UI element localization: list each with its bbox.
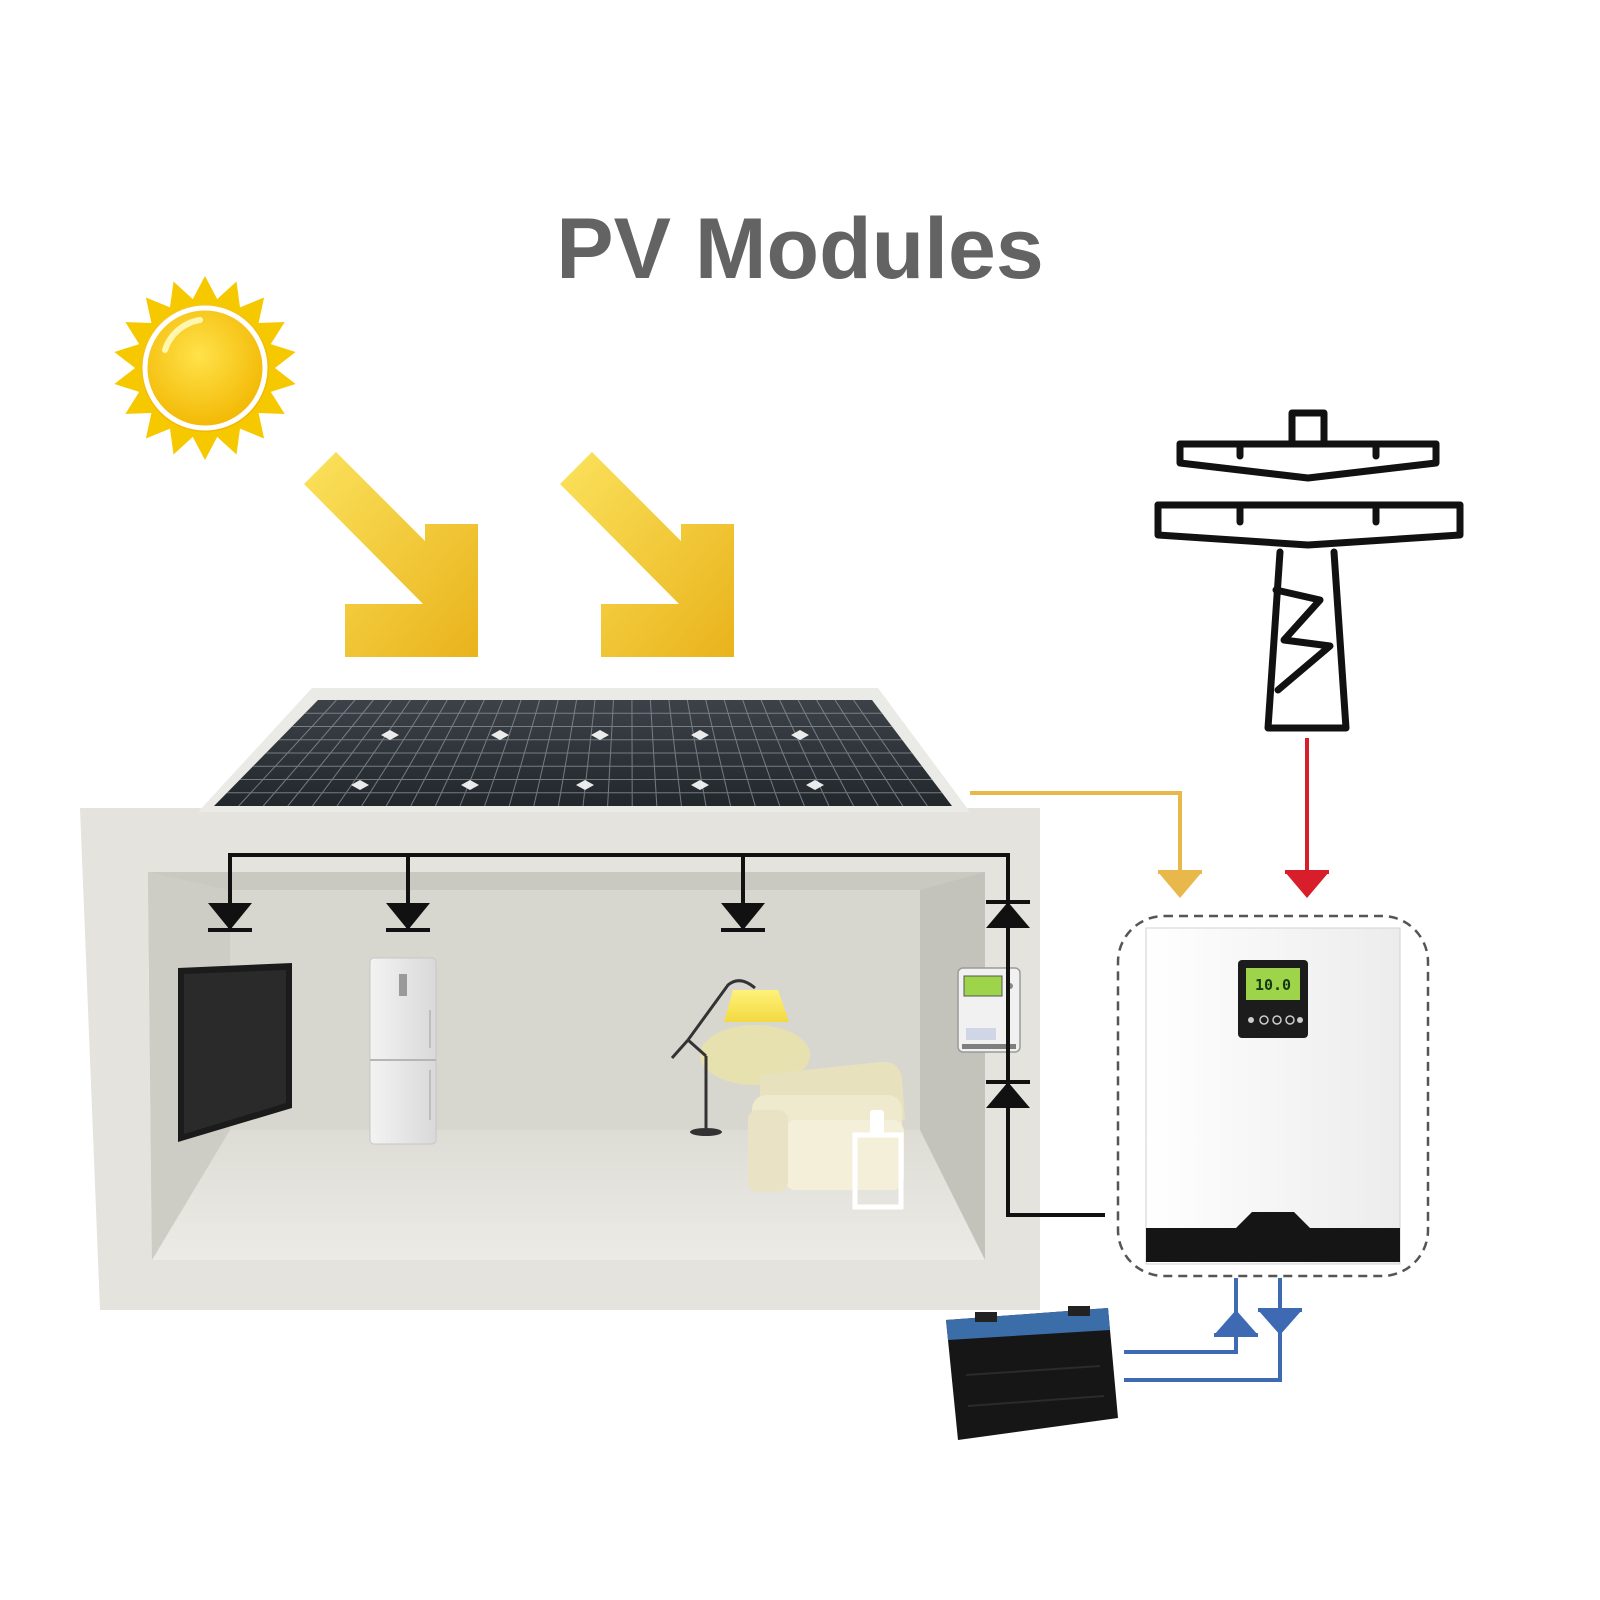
pv-input-line [970,791,1202,898]
power-tower-icon [1154,409,1464,732]
tv-icon [178,963,292,1142]
solar-panel-icon [198,688,970,812]
grid-input-line [1285,738,1329,898]
inverter-lcd-reading: 10.0 [1255,976,1291,994]
energy-meter-icon [957,967,1021,1053]
battery-lines [1124,1278,1282,1382]
battery-icon [946,1306,1118,1440]
sunlight-arrow-icon [560,452,734,657]
battery-arrow-heads [1214,1308,1302,1337]
sofa-icon [748,1061,905,1192]
page-title: PV Modules [556,201,1043,297]
load-arrow-heads [208,900,1030,1108]
floor-lamp-icon [670,979,810,1136]
side-table-icon [852,1110,904,1210]
sunlight-arrow-icon [304,452,478,657]
inverter-icon: 10.0 [1116,914,1430,1278]
refrigerator-icon [369,957,437,1145]
sun-icon [114,276,296,460]
